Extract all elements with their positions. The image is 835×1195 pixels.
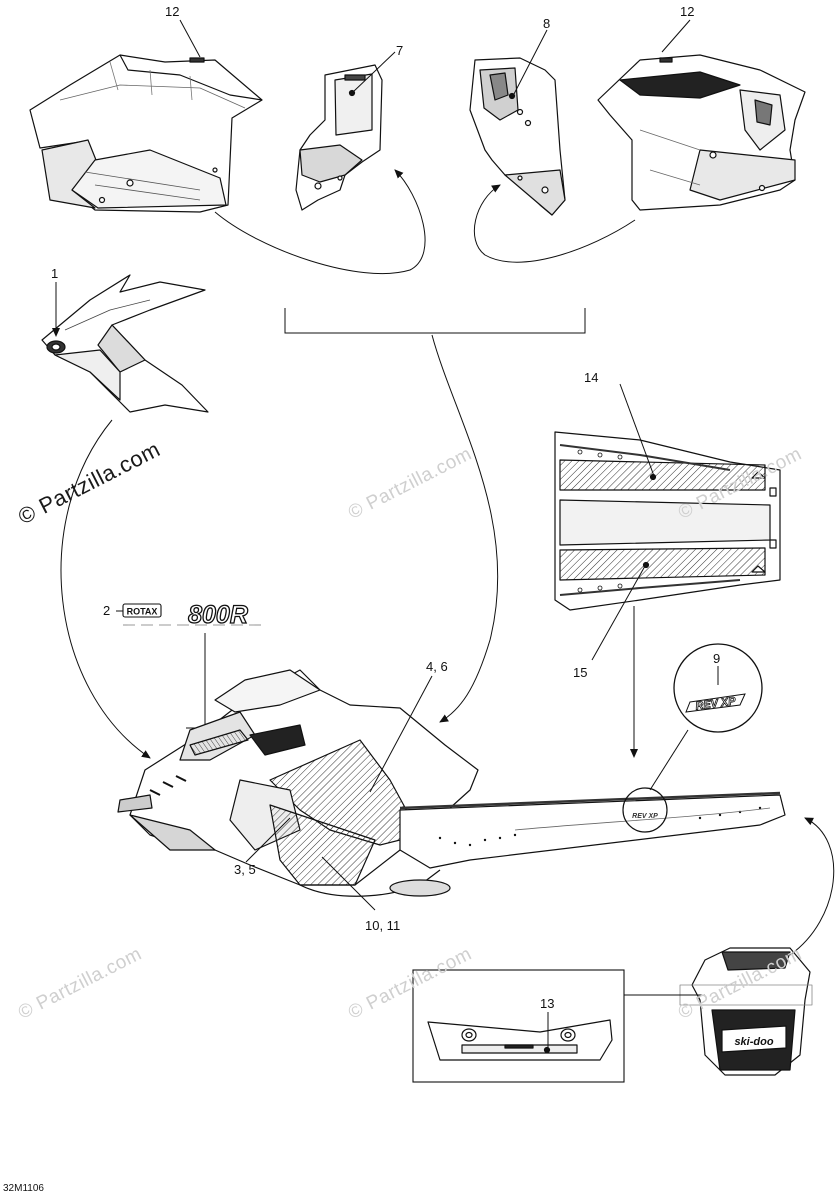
nose-panel: [41, 274, 209, 413]
callout-3-5: 3, 5: [234, 862, 256, 877]
callout-10-11: 10, 11: [365, 918, 401, 933]
rotax-word: ROTAX: [127, 607, 158, 617]
connector-flap-to-tunnel: [789, 817, 835, 956]
detail-flap: [427, 1019, 613, 1061]
callout-4-6: 4, 6: [426, 659, 448, 674]
right-side-panel: [597, 54, 806, 211]
rear-brand-text: ski-doo: [734, 1036, 773, 1048]
badge-leader: [649, 729, 689, 791]
callout-2: 2: [103, 603, 111, 618]
callout-13: 13: [540, 996, 555, 1011]
callout-15: 15: [573, 665, 588, 680]
connector-nose-to-body: [60, 419, 151, 759]
tunnel-top-view: [554, 431, 781, 611]
connector-right-to-8: [473, 184, 636, 263]
detail-box: [412, 969, 625, 1083]
panel-part-8: [469, 57, 566, 216]
badge-circle-small: [622, 787, 668, 833]
callout-7: 7: [396, 43, 404, 58]
panel-part-7: [295, 64, 383, 211]
callout-8: 8: [543, 16, 551, 31]
callout-leaders: [52, 19, 719, 1050]
rotax-decal: ROTAX 800R: [122, 600, 265, 630]
figure-code: 32M1106: [3, 1183, 44, 1194]
left-side-panel: [29, 54, 263, 213]
rear-flap: ski-doo: [679, 947, 813, 1076]
sled-body: [117, 669, 479, 897]
connector-bracket-to-body: [431, 334, 499, 723]
callout-12-right: 12: [680, 4, 695, 19]
badge-text-small: REV XP: [632, 813, 658, 820]
group-bracket: [284, 308, 586, 334]
callout-1: 1: [51, 266, 59, 281]
connector-left-to-7: [214, 169, 426, 274]
callout-12-left: 12: [165, 4, 180, 19]
callout-9: 9: [713, 651, 721, 666]
tunnel-side: [399, 791, 786, 869]
callout-14: 14: [584, 370, 599, 385]
badge-outline: [685, 693, 746, 713]
